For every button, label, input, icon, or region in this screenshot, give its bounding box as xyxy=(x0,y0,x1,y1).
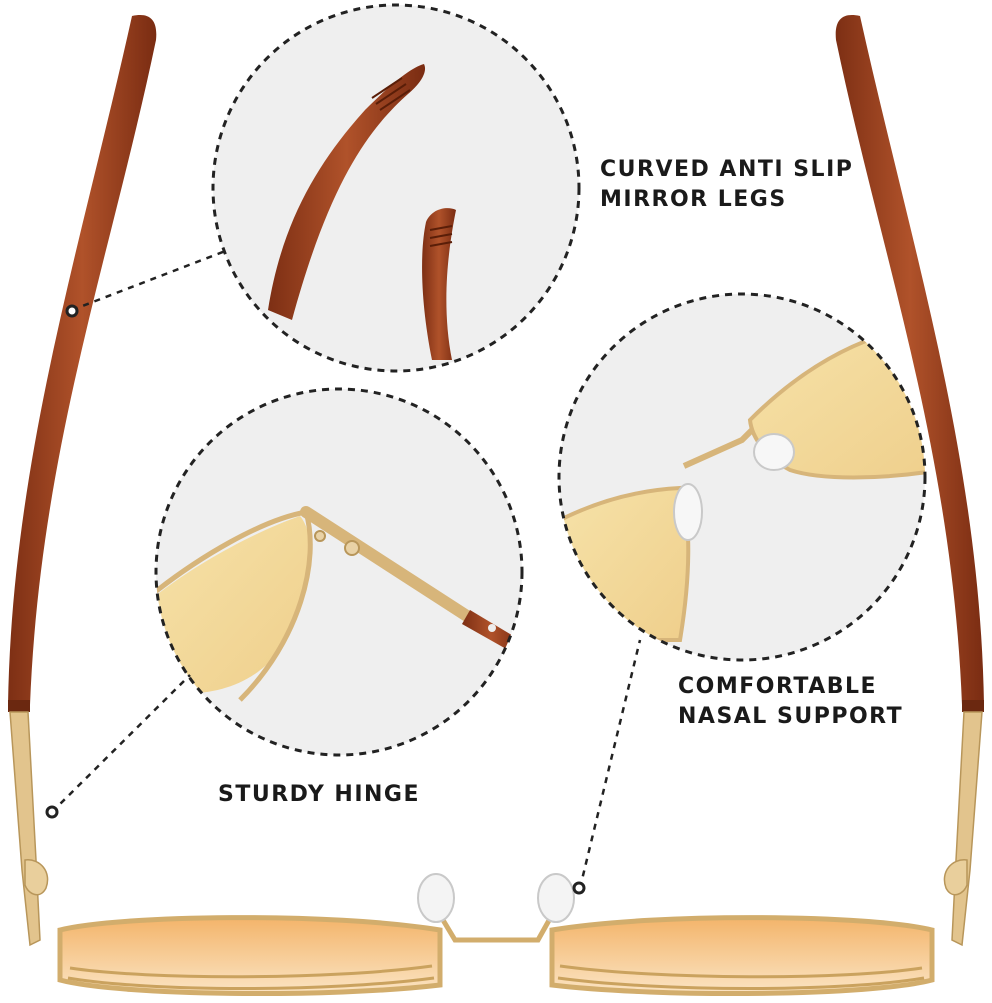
leader-legs xyxy=(71,248,229,312)
leader-hinge xyxy=(51,674,191,813)
front-frame xyxy=(57,873,935,997)
right-temple-arm xyxy=(835,15,984,947)
nose-pad-right xyxy=(753,433,795,471)
leg-tip-large xyxy=(268,64,426,320)
left-temple-arm xyxy=(8,15,157,947)
callout-curved-anti-slip-legs: CURVED ANTI SLIP MIRROR LEGS xyxy=(600,155,853,215)
callout-legs-line2: MIRROR LEGS xyxy=(600,187,787,212)
callout-comfortable-nasal-support: COMFORTABLE NASAL SUPPORT xyxy=(678,672,903,732)
hinge-lens xyxy=(156,516,311,694)
nasal-lens-left xyxy=(559,485,691,642)
nose-pad-left xyxy=(673,483,703,541)
callout-hinge-line1: STURDY HINGE xyxy=(218,782,421,807)
hinge-arm xyxy=(300,506,476,624)
callout-sturdy-hinge: STURDY HINGE xyxy=(218,780,420,810)
detail-circle-hinge xyxy=(154,387,524,757)
leader-lines xyxy=(51,248,642,889)
callout-legs-line1: CURVED ANTI SLIP xyxy=(600,157,854,182)
leader-dot-legs xyxy=(65,304,79,318)
leader-dot-hinge xyxy=(45,805,59,819)
callout-nasal-line2: NASAL SUPPORT xyxy=(678,704,904,729)
detail-circle-legs xyxy=(211,3,581,373)
leader-dot-nasal xyxy=(572,881,586,895)
leader-nasal xyxy=(578,639,642,889)
callout-nasal-line1: COMFORTABLE xyxy=(678,674,878,699)
detail-circle-nasal xyxy=(557,292,927,662)
leader-dots xyxy=(45,304,586,895)
